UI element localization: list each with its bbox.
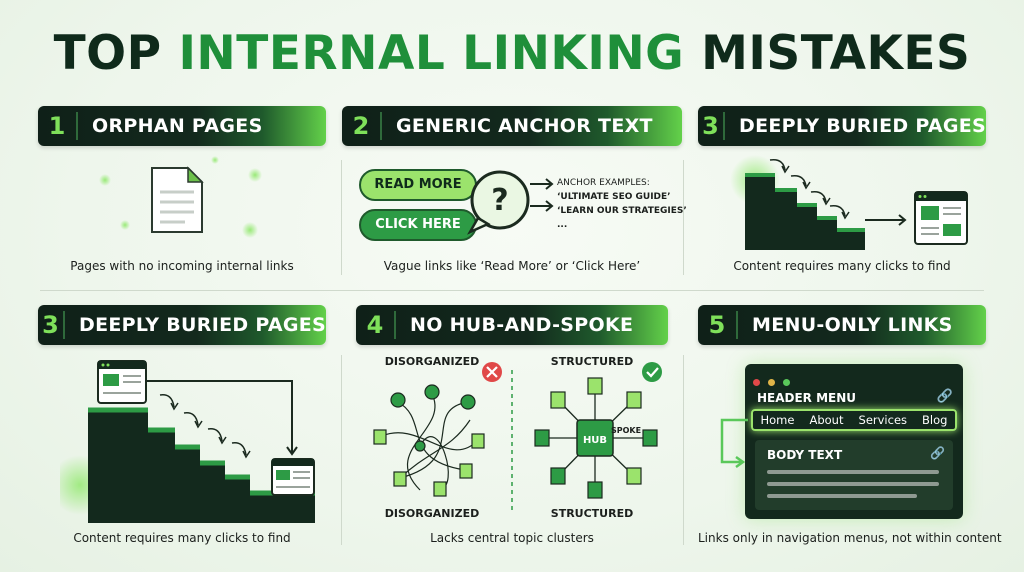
card-heading: ORPHAN PAGES <box>92 115 263 137</box>
text-line <box>767 470 939 474</box>
card-number: 1 <box>38 112 78 140</box>
web-page-icon <box>271 458 315 496</box>
card-number: 3 <box>698 112 725 140</box>
hub-node <box>576 419 614 457</box>
card-heading: NO HUB-AND-SPOKE <box>410 314 634 336</box>
card-caption: Content requires many clicks to find <box>73 531 291 545</box>
disorganized-label: DISORGANIZED <box>385 507 479 520</box>
web-page-icon <box>97 360 147 404</box>
card-2-header: 2 GENERIC ANCHOR TEXT <box>342 106 682 146</box>
card-6-header: 5 MENU-ONLY LINKS <box>698 305 986 345</box>
card-number: 4 <box>356 311 396 339</box>
card-number: 2 <box>342 112 382 140</box>
page-title: TOP INTERNAL LINKING MISTAKES <box>53 26 971 81</box>
card-caption: Lacks central topic clusters <box>430 531 594 545</box>
link-icon: 🔗 <box>930 446 945 460</box>
check-icon <box>642 362 662 382</box>
nav-menu: Home About Services Blog <box>751 409 957 431</box>
card-caption: Vague links like ‘Read More’ or ‘Click H… <box>383 259 641 273</box>
anchor-example: ‘LEARN OUR STRATEGIES’ <box>557 206 687 216</box>
card-1-header: 1 ORPHAN PAGES <box>38 106 326 146</box>
buried-pages-illustration <box>730 155 968 250</box>
structured-label: STRUCTURED <box>551 355 633 368</box>
nav-item-home[interactable]: Home <box>760 413 795 427</box>
card-heading: DEEPLY BURIED PAGES <box>739 115 986 137</box>
header-menu-label: HEADER MENU <box>757 391 857 405</box>
link-arrow <box>720 418 748 469</box>
body-text-panel: BODY TEXT 🔗 <box>755 440 953 510</box>
structured-label: STRUCTURED <box>551 507 633 520</box>
card-caption: Content requires many clicks to find <box>733 259 951 273</box>
buried-pages-illustration <box>60 360 315 523</box>
divider <box>341 355 342 545</box>
link-icon: 🔗 <box>936 389 953 404</box>
text-line <box>767 494 917 498</box>
divider <box>40 290 984 291</box>
window-controls <box>753 371 791 390</box>
spoke-label: SPOKE <box>611 426 641 435</box>
card-3-header: 3 DEEPLY BURIED PAGES <box>698 106 986 146</box>
orphan-page-illustration <box>99 156 262 238</box>
browser-window: HEADER MENU 🔗 Home About Services Blog B… <box>745 364 963 519</box>
nav-item-services[interactable]: Services <box>858 413 908 427</box>
disorganized-label: DISORGANIZED <box>385 355 479 368</box>
card-caption: Pages with no incoming internal links <box>70 259 294 273</box>
document-icon <box>151 166 204 233</box>
divider <box>341 160 342 275</box>
anchor-example: ... <box>557 220 568 230</box>
generic-anchor-illustration: ? <box>359 169 554 241</box>
card-heading: MENU-ONLY LINKS <box>752 314 953 336</box>
hub-label: HUB <box>583 435 607 446</box>
card-5-header: 4 NO HUB-AND-SPOKE <box>356 305 668 345</box>
card-number: 5 <box>698 311 738 339</box>
read-more-button: READ MORE <box>374 177 462 192</box>
hub-spoke-illustration: DISORGANIZED STRUCTURED DISORGANIZED STR… <box>373 355 662 520</box>
nav-item-about[interactable]: About <box>809 413 844 427</box>
card-heading: DEEPLY BURIED PAGES <box>79 314 326 336</box>
card-heading: GENERIC ANCHOR TEXT <box>396 115 653 137</box>
divider <box>683 160 684 275</box>
svg-text:?: ? <box>491 183 508 218</box>
divider <box>683 355 684 545</box>
web-page-icon <box>914 191 968 245</box>
anchor-examples-title: ANCHOR EXAMPLES: <box>557 178 650 188</box>
nav-item-blog[interactable]: Blog <box>922 413 948 427</box>
click-here-button: CLICK HERE <box>375 217 461 232</box>
card-number: 3 <box>38 311 65 339</box>
text-line <box>767 482 939 486</box>
anchor-examples: ANCHOR EXAMPLES: ‘ULTIMATE SEO GUIDE’ ‘L… <box>557 176 687 232</box>
card-caption: Links only in navigation menus, not with… <box>698 531 1002 545</box>
x-icon <box>482 362 502 382</box>
anchor-example: ‘ULTIMATE SEO GUIDE’ <box>557 192 671 202</box>
body-text-label: BODY TEXT <box>767 448 843 462</box>
card-4-header: 3 DEEPLY BURIED PAGES <box>38 305 326 345</box>
